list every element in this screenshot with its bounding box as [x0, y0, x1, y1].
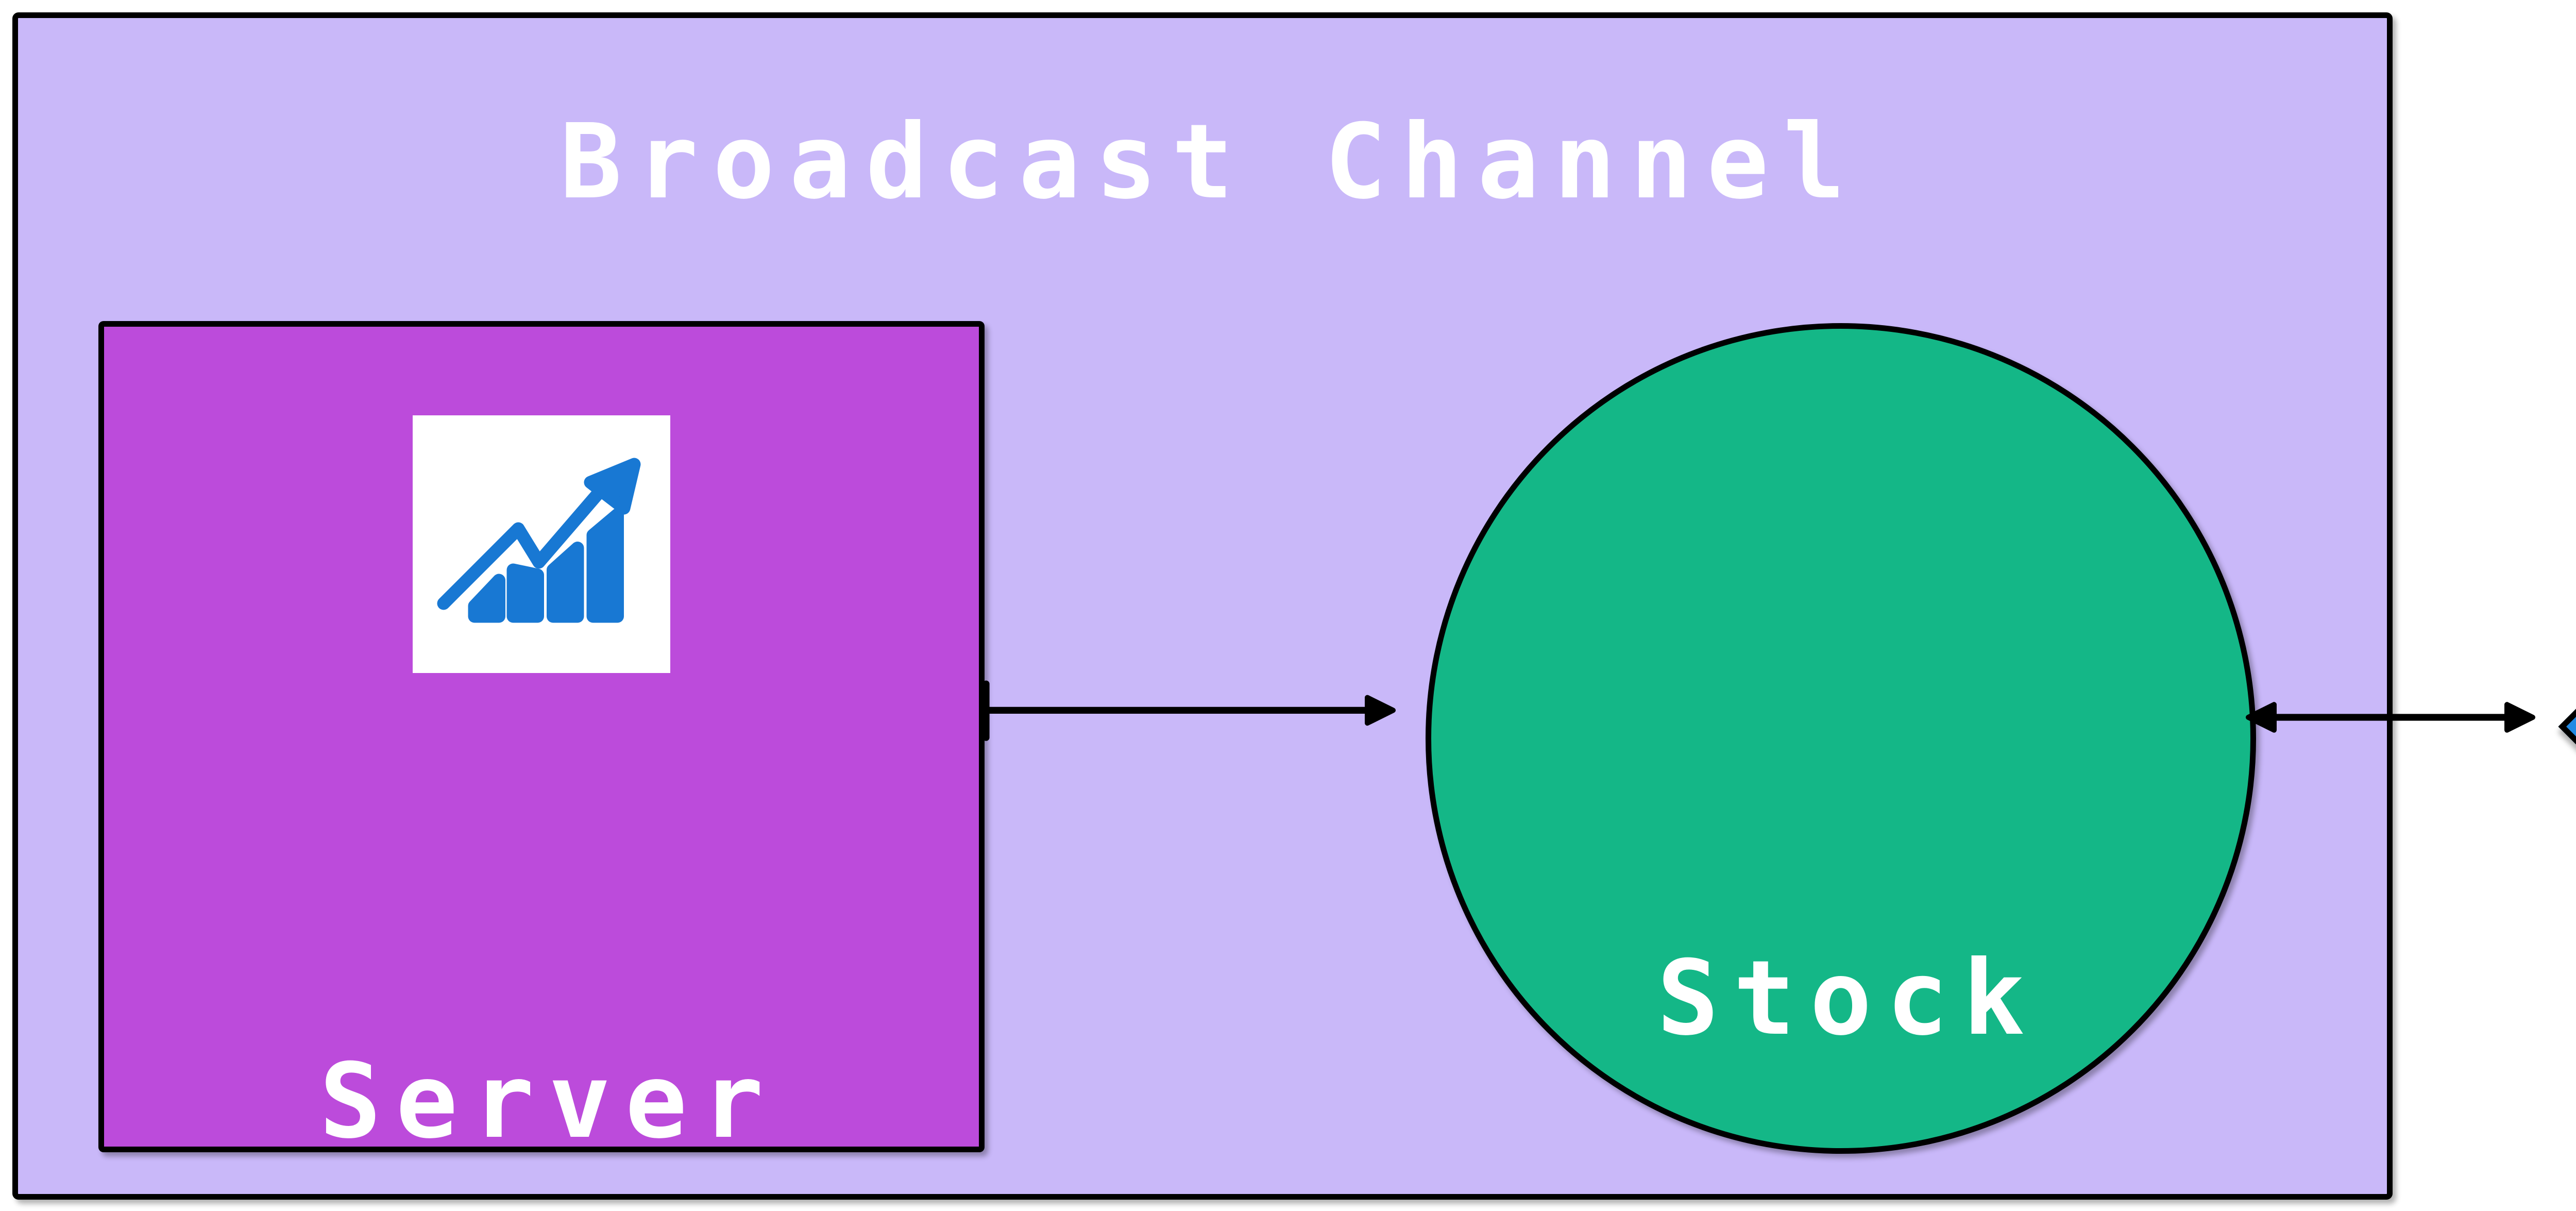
- chart-increasing-icon: [413, 415, 670, 673]
- stockgrain-client-double-arrow: [2246, 702, 2535, 733]
- client-node: [2558, 319, 2576, 1134]
- stock-grain-node: Stock Grain: [1426, 323, 2256, 1154]
- stock-grain-label-line1: Stock: [1656, 938, 2040, 1058]
- server-node: Server (Silo): [98, 321, 985, 1162]
- server-label-line1: Server: [319, 1041, 778, 1162]
- broadcast-channel-label: Broadcast Channel: [560, 102, 1860, 222]
- server-to-stockgrain-arrow: [982, 680, 1396, 741]
- stock-grain-node-label: Stock Grain: [1431, 638, 2250, 1211]
- broadcast-channel-container: Broadcast Channel Server (Silo) Stock: [12, 12, 2393, 1200]
- server-node-label: Server (Silo): [104, 741, 979, 1211]
